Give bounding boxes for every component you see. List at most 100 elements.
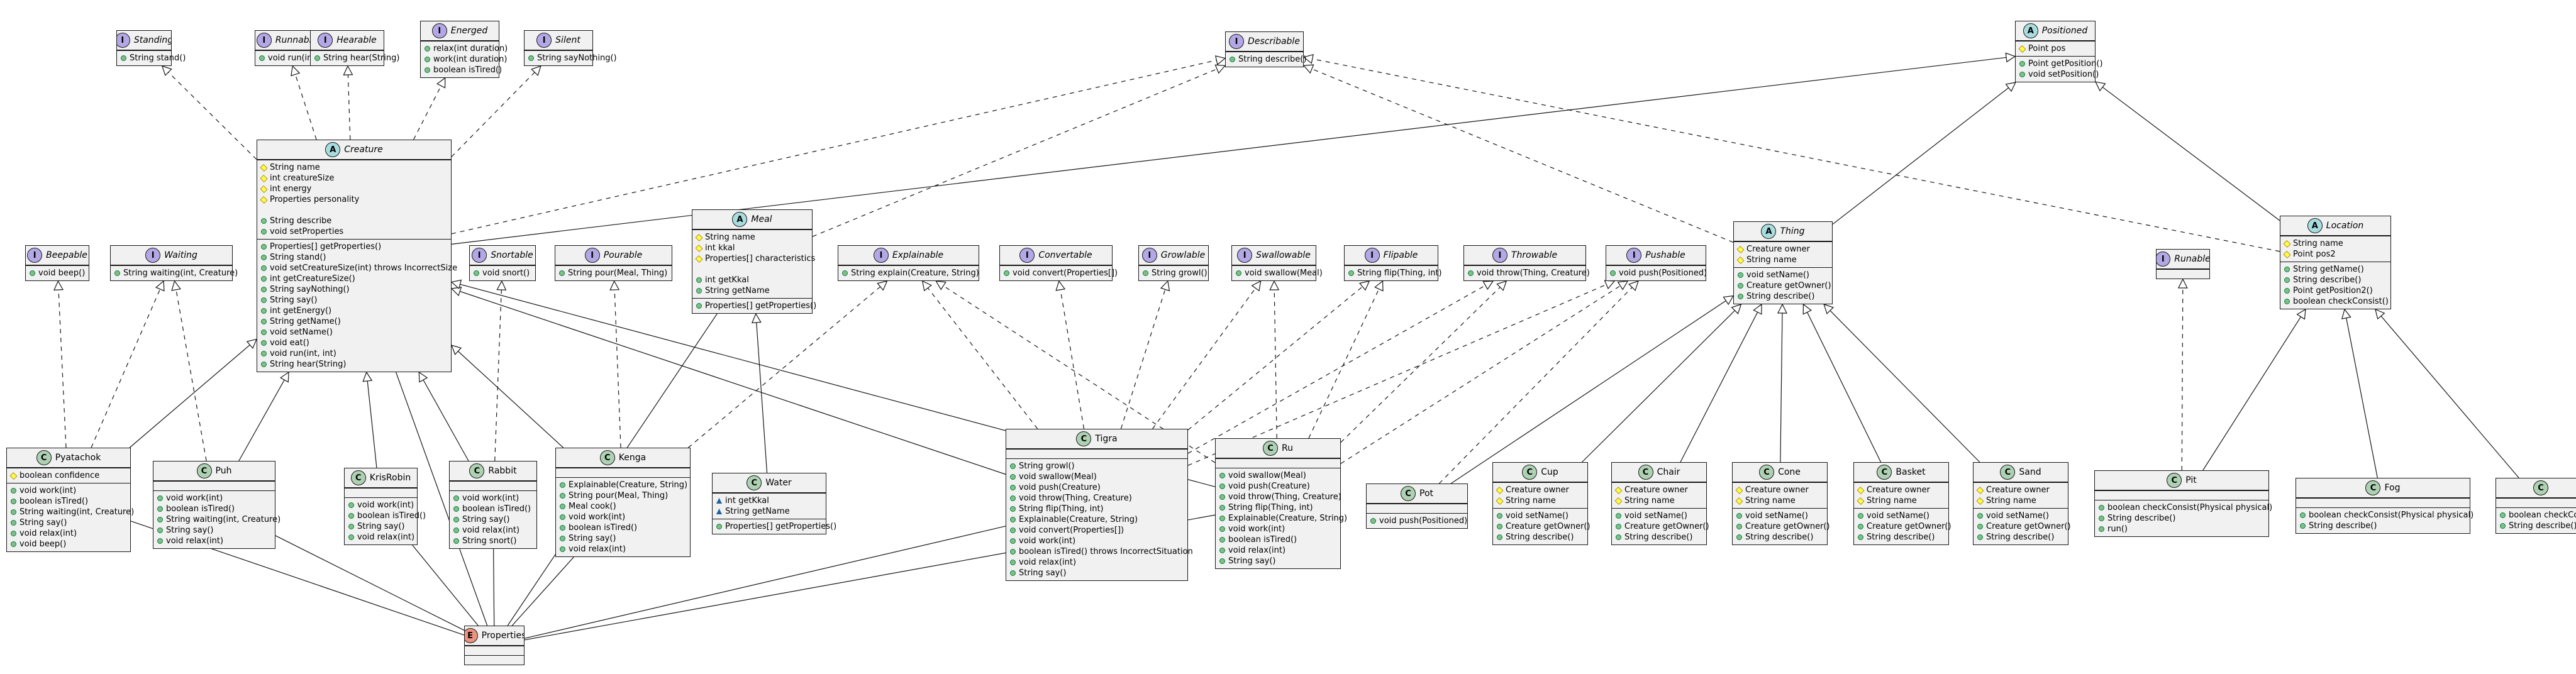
member-text: Explainable(Creature, String) [569,480,688,490]
visibility-pub-icon [157,495,163,501]
class-methods: void setName()Creature getOwner()String … [1493,508,1591,544]
stereotype-i-icon: I [1237,248,1253,263]
class-member: String name [695,232,809,243]
class-member: void work(int) [1010,536,1185,546]
edge-tigra-convertable [1058,280,1085,429]
class-member: boolean isTired() [1219,534,1338,545]
member-text: Explainable(Creature, String) [1019,515,1138,524]
class-name: Kenga [618,453,647,463]
member-text: String describe() [1624,533,1693,542]
member-text: void setName() [1867,511,1930,521]
visibility-pub-icon [1236,270,1241,276]
class-methods: String hear(String) [311,50,399,65]
class-fields [556,468,690,477]
class-name: Silent [555,35,580,45]
edge-thing-positioned [1832,82,2016,225]
class-member: void push(Creature) [1219,481,1338,492]
class-member: void eat() [261,338,448,348]
class-methods: void setName()Creature getOwner()String … [1854,508,1951,544]
member-text: String sayNothing() [537,53,617,63]
edge-pyatachok-waiting [91,280,164,448]
arrowhead-ru-creature [450,279,462,290]
visibility-pkg-icon [716,498,722,504]
visibility-pub-icon [1370,518,1376,524]
class-name: Runnable [275,35,318,45]
class-member: void throw(Thing, Creature) [1219,492,1341,502]
stereotype-c-icon: C [2365,480,2381,495]
visibility-prot-icon [1976,486,1984,494]
visibility-pub-icon [261,265,267,271]
visibility-prot-icon [1614,486,1623,494]
class-name: Cup [1541,467,1558,477]
edge-pot-thing [1450,296,1734,484]
visibility-pub-icon [1497,534,1502,540]
class-name: Standing [133,35,171,45]
visibility-prot-icon [695,255,703,263]
member-text: String say() [19,518,67,528]
class-methods: void swallow(Meal) [1232,265,1323,280]
member-text: void push(Creature) [1019,483,1101,492]
visibility-prot-icon [1496,497,1504,505]
member-text: String getName [705,286,770,296]
visibility-pub-icon [11,488,16,494]
stereotype-c-icon: C [2167,473,2182,488]
member-text: void work(int) [462,494,519,503]
class-member: void throw(Thing, Creature) [1468,268,1590,279]
stereotype-c-icon: C [1522,465,1538,480]
stereotype-c-icon: C [599,450,615,465]
member-text: boolean checkConsist(Physical physical) [2107,503,2273,512]
visibility-prot-icon [260,185,268,193]
arrowhead-basket-thing [1802,303,1812,315]
member-text: int getKkal [705,275,749,285]
class-methods: void push(Positioned) [1367,513,1467,528]
class-member: void setPosition() [2019,69,2099,80]
class-methods: Properties[] getProperties()String stand… [257,239,457,372]
member-text: String stand() [130,53,186,63]
member-text: String sayNothing() [270,285,350,294]
class-member [261,205,448,216]
edge-fog-location [2344,309,2378,478]
member-text: Creature getOwner() [1506,522,1591,531]
visibility-pub-icon [1348,270,1354,276]
stereotype-a-icon: A [2307,218,2323,233]
visibility-pub-icon [2300,523,2306,529]
edge-water-meal [755,313,768,473]
class-methods: relax(int duration)work(int duration)boo… [421,41,508,77]
class-methods [465,655,524,665]
class-member: void relax(int) [1010,557,1185,568]
member-text: boolean isTired() [462,504,531,514]
edge-pit-runable [2181,279,2184,471]
class-member: boolean checkConsist(Physical physical) [2300,510,2473,521]
member-text: boolean isTired() [1228,535,1297,544]
class-fields: Point pos [2016,41,2095,56]
member-text: Point pos [2028,44,2066,53]
stereotype-i-icon: I [1626,248,1642,263]
class-member: void work(int) [560,512,687,522]
member-text: void swallow(Meal) [1245,268,1323,278]
arrowhead-rabbit-creature [418,371,428,383]
member-text: String describe() [2107,514,2176,523]
visibility-pub-icon [261,287,267,292]
visibility-pub-icon [11,541,16,547]
visibility-pub-icon [348,513,354,519]
class-member: Creature getOwner() [1616,521,1709,532]
class-member: int kkal [695,243,809,253]
visibility-pub-icon [261,351,267,356]
class-name: Tigra [1095,434,1118,444]
visibility-pub-icon [1010,549,1016,555]
class-methods: void beep() [26,265,89,280]
class-member: void swallow(Meal) [1236,268,1323,279]
class-member: work(int duration) [425,54,507,65]
class-fields [345,488,417,497]
edge-tigra-properties [524,526,1006,639]
